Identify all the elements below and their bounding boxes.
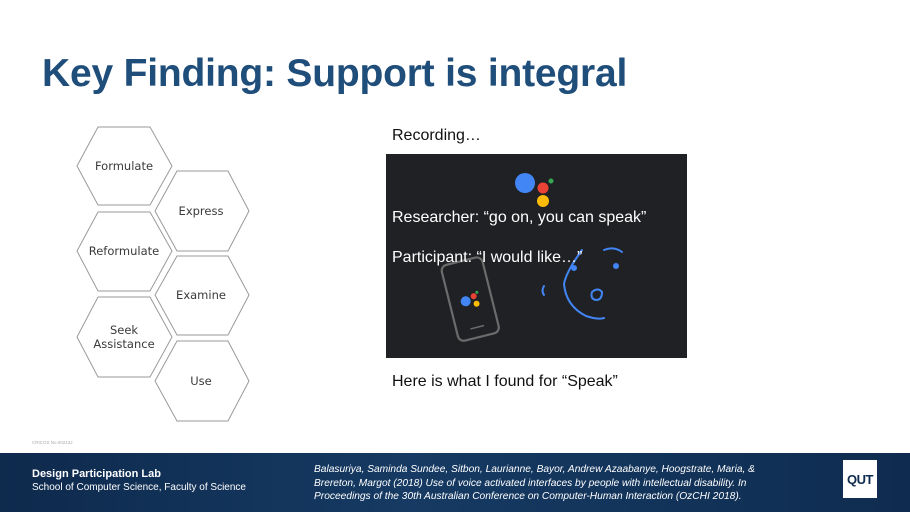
hexagon-label-seek: Seek — [110, 323, 138, 337]
cricos-code: CRICOS No.00213J — [32, 440, 73, 445]
assistant-dot-blue — [515, 173, 535, 193]
hexagon-label-examine: Examine — [176, 288, 226, 302]
hexagon-label-express: Express — [179, 204, 224, 218]
assistant-video-frame[interactable]: Researcher: “go on, you can speak” Parti… — [386, 154, 687, 358]
school-name: School of Computer Science, Faculty of S… — [32, 482, 246, 493]
qut-logo-text: QUT — [847, 472, 873, 487]
assistant-dot-red — [538, 183, 549, 194]
caption-researcher: Researcher: “go on, you can speak” — [392, 209, 646, 227]
hexagon-label-assistance: Assistance — [93, 337, 154, 351]
hexagon-label-reformulate: Reformulate — [89, 244, 159, 258]
citation-line-3: Proceedings of the 30th Australian Confe… — [314, 490, 819, 504]
assistant-dot-yellow — [537, 195, 549, 207]
footer-bar: Design Participation Lab School of Compu… — [0, 453, 910, 512]
process-hexagon-diagram: Formulate Express Reformulate Examine Se… — [0, 0, 300, 440]
assistant-dot-green — [549, 179, 554, 184]
citation-line-1: Balasuriya, Saminda Sundee, Sitbon, Laur… — [314, 463, 819, 477]
phone-icon — [440, 256, 500, 342]
citation-line-2: Brereton, Margot (2018) Use of voice act… — [314, 477, 819, 491]
lab-name: Design Participation Lab — [32, 468, 161, 480]
caption-participant: Participant: “I would like…” — [392, 249, 582, 267]
citation: Balasuriya, Saminda Sundee, Sitbon, Laur… — [314, 463, 819, 504]
hexagon-label-use: Use — [190, 374, 211, 388]
qut-logo: QUT — [843, 460, 877, 498]
recording-label: Recording… — [392, 127, 481, 145]
hexagon-label-formulate: Formulate — [95, 159, 153, 173]
assistant-result-text: Here is what I found for “Speak” — [392, 373, 618, 391]
